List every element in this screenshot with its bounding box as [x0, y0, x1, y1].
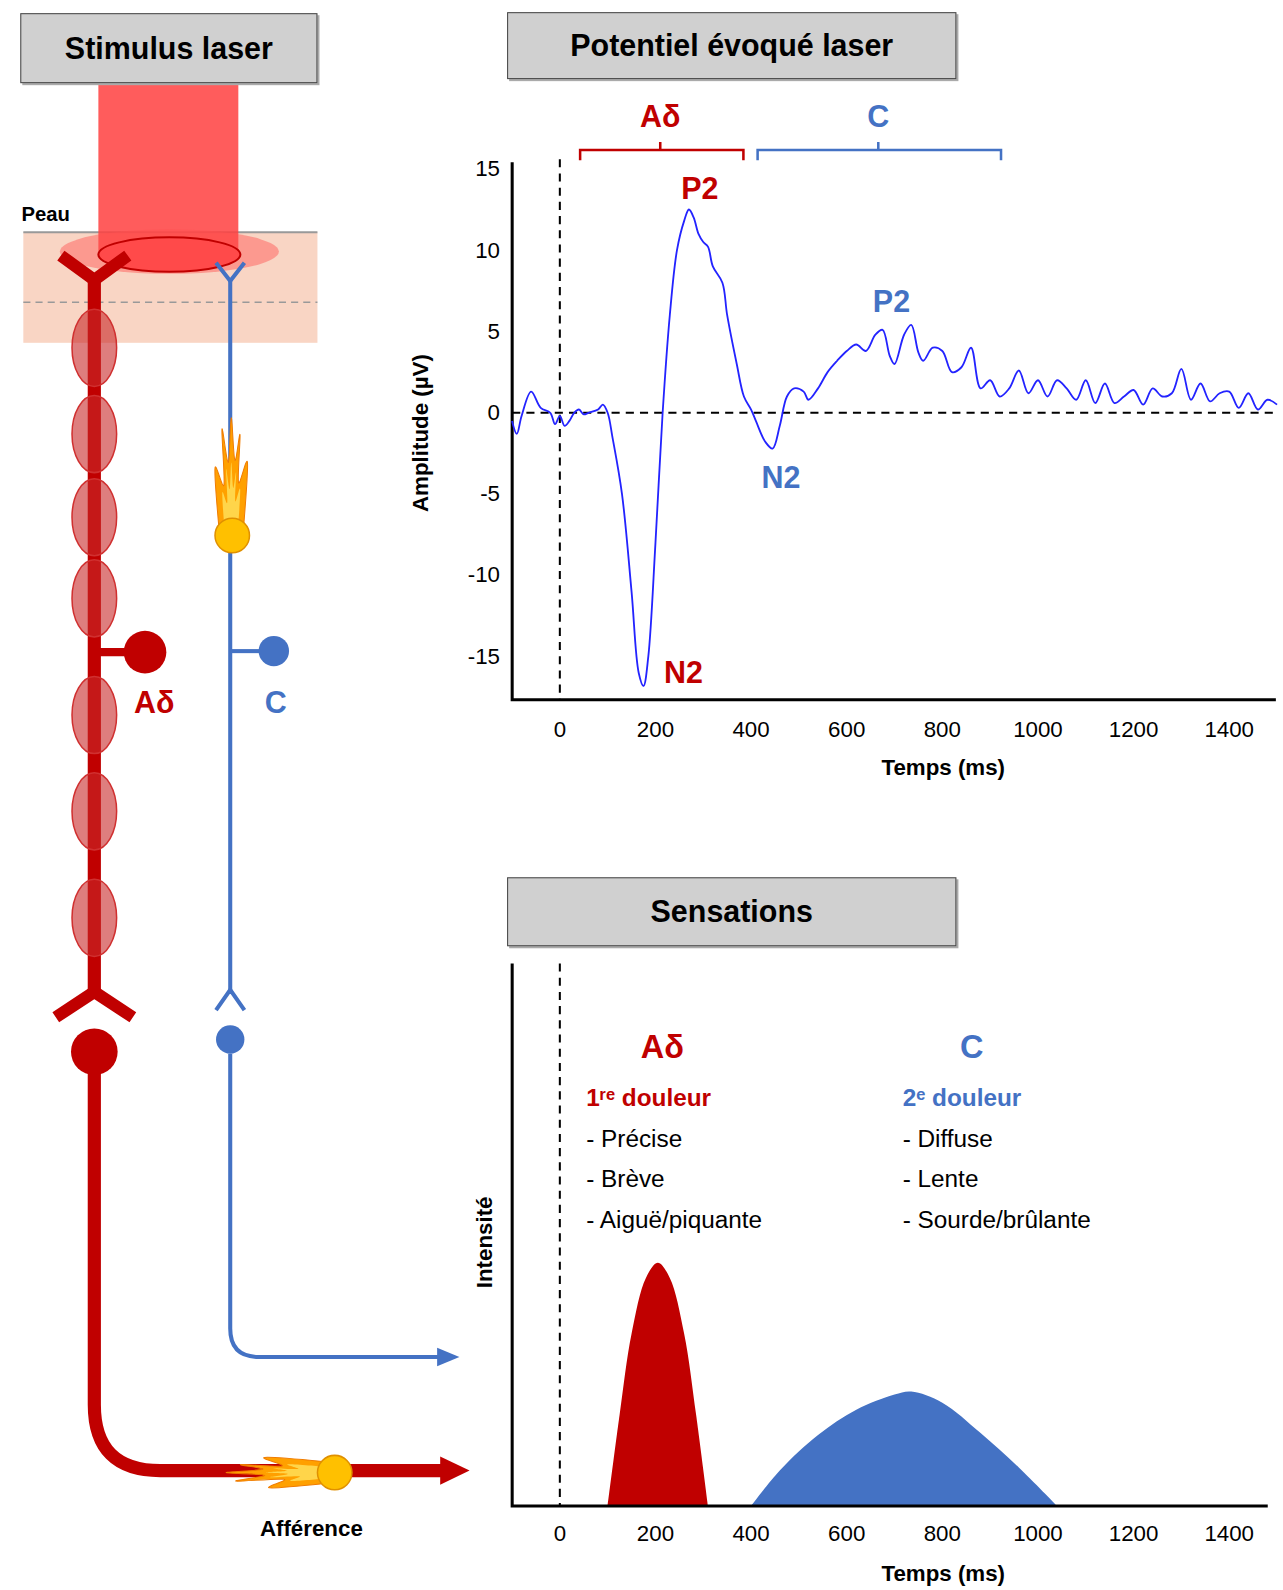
c-fiber	[215, 263, 460, 1366]
fiber-label: C	[265, 686, 287, 719]
tick-label: 400	[732, 1522, 769, 1547]
tick-label: 600	[828, 1522, 865, 1547]
cell-body	[259, 636, 289, 666]
axon	[228, 279, 232, 994]
pain-heading: 1ʳᵉ douleur	[586, 1085, 711, 1112]
tick-label: 200	[637, 718, 674, 743]
axis-title: Amplitude (µV)	[409, 354, 434, 512]
tick-label: 0	[488, 401, 500, 426]
synapse	[216, 990, 244, 1010]
tick-label: 800	[924, 1522, 961, 1547]
fiber-label: C	[960, 1030, 983, 1066]
myelin-sheath	[72, 560, 117, 637]
pain-trait: - Précise	[586, 1126, 682, 1153]
tick-label: -5	[480, 482, 500, 507]
bracket	[580, 142, 743, 160]
afferent-path	[230, 1054, 440, 1357]
tick-label: 600	[828, 718, 865, 743]
myelin-sheath	[72, 879, 117, 956]
tick-label: 15	[475, 157, 500, 182]
stimulus-onset	[559, 963, 561, 1506]
pain-trait: - Brève	[586, 1166, 664, 1193]
synapse-neuron	[216, 1025, 244, 1053]
pain-trait: - Diffuse	[903, 1126, 993, 1153]
axis	[512, 963, 1268, 1506]
arrowhead	[440, 1456, 469, 1484]
second-pain-curve	[751, 1391, 1057, 1506]
header-text: Sensations	[651, 895, 813, 929]
stimulus-onset	[559, 159, 561, 700]
zero-line	[512, 412, 1276, 414]
tick-label: 1400	[1204, 718, 1254, 743]
myelin-sheath	[72, 479, 117, 556]
myelin-sheath	[72, 396, 117, 473]
fiber-label: Aδ	[641, 1030, 684, 1066]
tick-label: 400	[732, 718, 769, 743]
myelin-sheath	[72, 676, 117, 753]
tick-label: 800	[924, 718, 961, 743]
action-potential-flame	[226, 1457, 322, 1488]
tick-label: 1000	[1013, 1522, 1063, 1547]
tick-label: 0	[554, 718, 566, 743]
axis-title: Temps (ms)	[881, 1562, 1005, 1587]
tick-label: 1400	[1204, 1522, 1254, 1547]
afferent-path	[94, 1073, 444, 1471]
arrowhead	[437, 1348, 459, 1366]
pain-trait: - Sourde/brûlante	[903, 1207, 1091, 1234]
sensation-chart	[512, 963, 1268, 1506]
cell-body	[124, 631, 167, 674]
tick-label: 5	[488, 319, 500, 344]
action-potential-flame	[215, 418, 248, 530]
synapse-neuron	[71, 1028, 118, 1075]
header-text: Potentiel évoqué laser	[570, 28, 893, 62]
afferent-label: Afférence	[260, 1517, 363, 1542]
drawing-part	[215, 418, 248, 530]
axis-title: Intensité	[473, 1197, 498, 1289]
tick-label: 1000	[1013, 718, 1063, 743]
bracket-label: C	[867, 100, 889, 133]
bracket	[758, 142, 1001, 160]
laser-beam	[98, 83, 238, 253]
panel-header: Potentiel évoqué laser	[507, 12, 956, 79]
peak-label: N2	[664, 656, 703, 689]
fiber-ending	[216, 263, 244, 281]
lep-chart	[512, 142, 1277, 700]
tick-label: 1200	[1109, 1522, 1159, 1547]
fiber-label: Aδ	[134, 686, 174, 719]
bracket-label: Aδ	[640, 100, 680, 133]
peak-label: N2	[761, 461, 800, 494]
tick-label: -10	[468, 563, 500, 588]
myelin-sheath	[72, 309, 117, 386]
myelin-sheath	[72, 773, 117, 850]
skin-label: Peau	[21, 203, 69, 225]
panel-header: Stimulus laser	[20, 13, 317, 83]
first-pain-curve	[608, 1263, 708, 1506]
header-text: Stimulus laser	[65, 31, 273, 65]
collateral	[230, 649, 261, 653]
laser-spot	[60, 229, 279, 274]
drawing-part	[226, 1457, 322, 1488]
peak-label: P2	[873, 284, 910, 317]
tick-label: 200	[637, 1522, 674, 1547]
axis-title: Temps (ms)	[881, 755, 1005, 780]
tick-label: 1200	[1109, 718, 1159, 743]
waveform	[512, 210, 1277, 686]
skin-layer	[23, 301, 317, 303]
action-potential	[215, 518, 249, 552]
drawing-part	[265, 1464, 323, 1481]
panel-header: Sensations	[507, 877, 956, 946]
a-delta-fiber	[56, 256, 470, 1490]
action-potential	[317, 1455, 351, 1489]
tick-label: -15	[468, 644, 500, 669]
tick-label: 0	[554, 1522, 566, 1547]
tick-label: 10	[475, 238, 500, 263]
axis	[512, 162, 1276, 700]
pain-trait: - Aiguë/piquante	[586, 1207, 762, 1234]
synapse	[56, 992, 133, 1017]
peak-label: P2	[681, 172, 718, 205]
pain-trait: - Lente	[903, 1166, 979, 1193]
pain-heading: 2ᵉ douleur	[903, 1085, 1022, 1112]
